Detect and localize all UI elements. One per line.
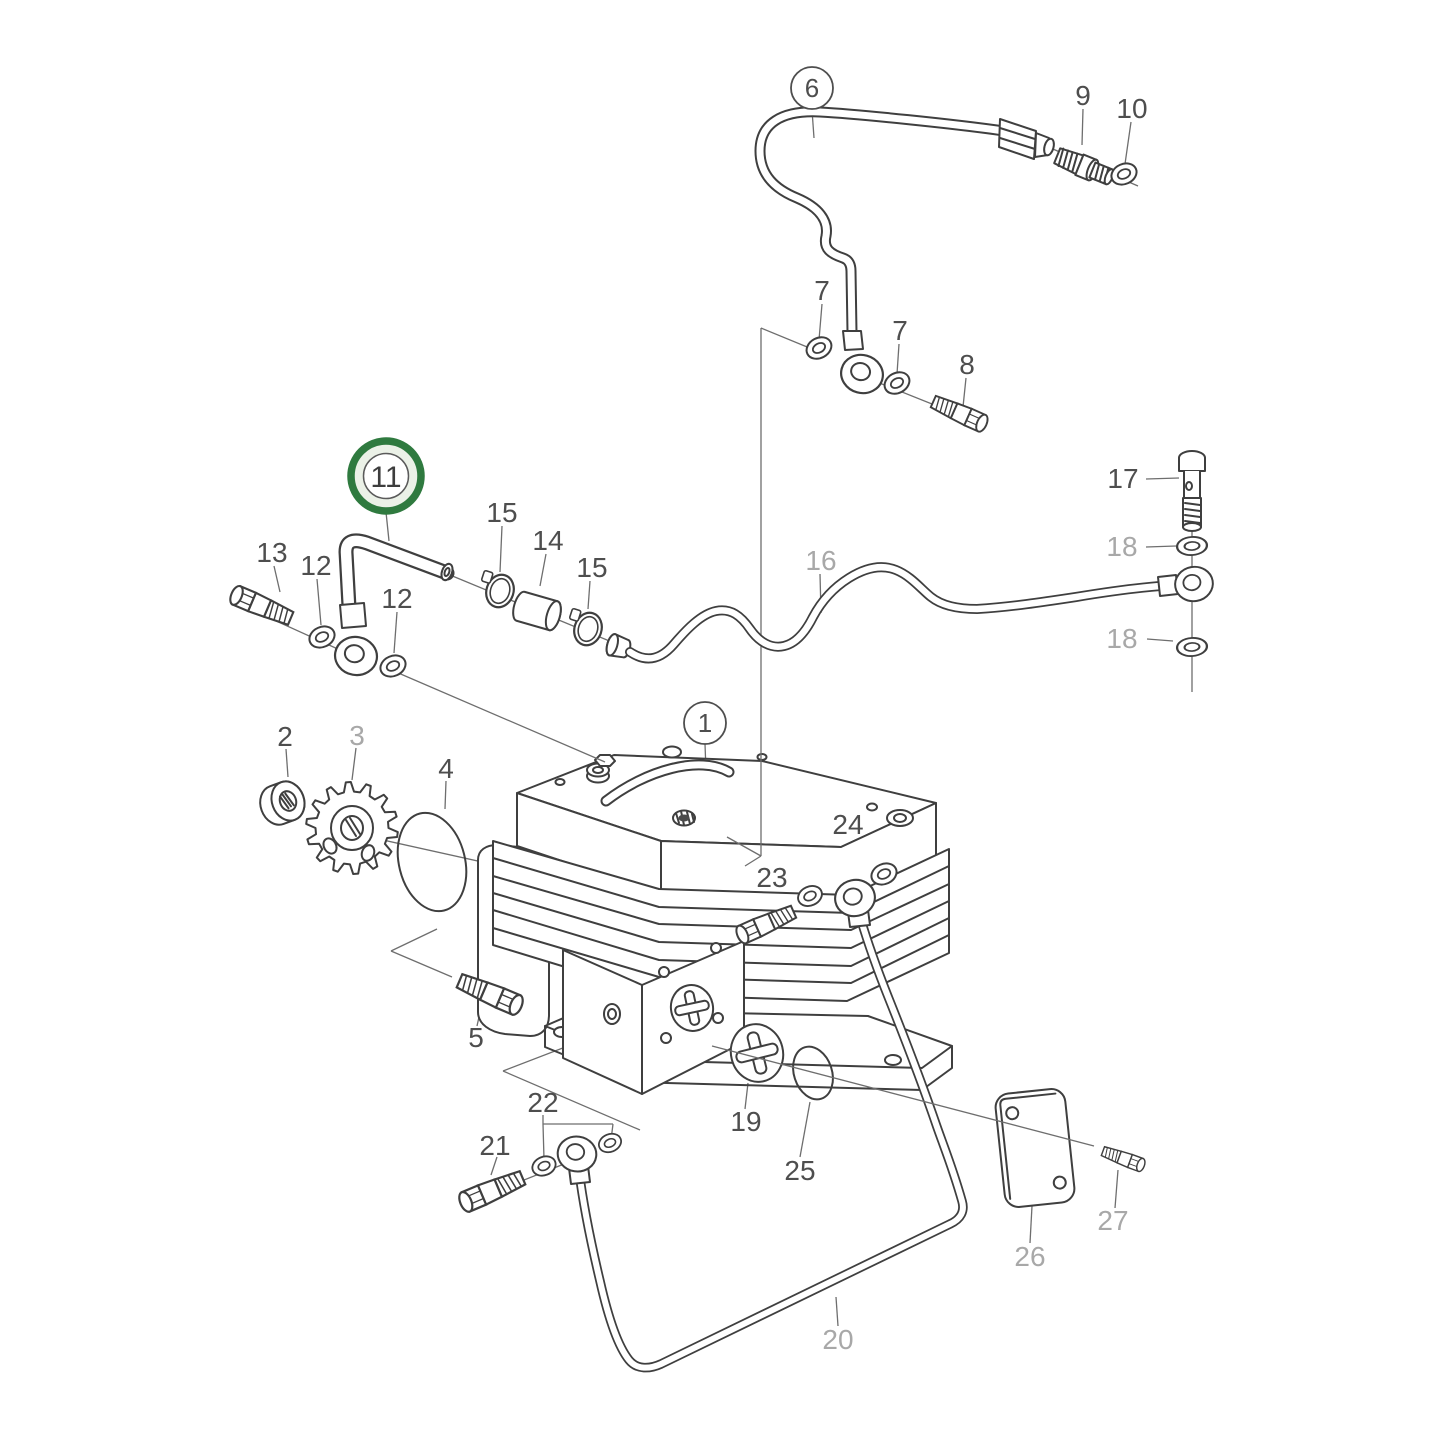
part-banjo-bolt-17 — [1178, 450, 1206, 532]
callout-9[interactable]: 9 — [1075, 80, 1091, 111]
label-leader-lines — [273, 108, 1180, 1327]
callout-6[interactable]: 6 — [790, 66, 834, 110]
hose-clamp-15a — [473, 567, 520, 612]
callout-11-label[interactable]: 11 — [370, 461, 401, 494]
washer-22b — [595, 1129, 625, 1157]
washer-18b — [1175, 635, 1209, 659]
part-drive-gear-3 — [305, 781, 399, 875]
callout-5[interactable]: 5 — [468, 1022, 484, 1053]
banjo-fitting-6 — [835, 349, 889, 399]
washer-7b — [879, 367, 915, 399]
callout-17[interactable]: 17 — [1107, 463, 1138, 494]
callout-4[interactable]: 4 — [438, 753, 454, 784]
banjo-fitting-16 — [1171, 562, 1217, 606]
cover-plate-axis-line — [711, 1045, 1095, 1147]
callout-27[interactable]: 27 — [1097, 1205, 1128, 1236]
crankcase — [562, 940, 745, 1095]
callouts: 1 2 3 4 5 6 7 7 8 9 10 11 12 12 13 14 15… — [256, 66, 1148, 1355]
cover-screw-27 — [1099, 1144, 1148, 1174]
crankcase-cross-boss — [669, 984, 715, 1032]
callout-6-label[interactable]: 6 — [805, 73, 819, 103]
callout-3[interactable]: 3 — [349, 720, 365, 751]
callout-20[interactable]: 20 — [822, 1324, 853, 1355]
o-ring-25 — [792, 1045, 834, 1101]
part-cover-plate-26 — [994, 1088, 1076, 1208]
connection-lines — [395, 327, 813, 867]
part-delivery-pipe-6 — [754, 106, 1055, 399]
callout-14[interactable]: 14 — [532, 525, 563, 556]
callout-1[interactable]: 1 — [683, 701, 727, 745]
washer-18a — [1175, 534, 1209, 558]
part-drain-pipe-20 — [554, 875, 968, 1373]
banjo-fitting-20-bottom — [554, 1132, 600, 1176]
part-return-pipe-16 — [625, 562, 1217, 664]
washer-22a — [528, 1152, 560, 1180]
callout-7b[interactable]: 7 — [892, 315, 908, 346]
callout-2[interactable]: 2 — [277, 721, 293, 752]
callout-12a[interactable]: 12 — [300, 550, 331, 581]
callout-25[interactable]: 25 — [784, 1155, 815, 1186]
callout-24[interactable]: 24 — [832, 809, 863, 840]
compressor-body — [477, 745, 953, 1095]
callout-18b[interactable]: 18 — [1106, 623, 1137, 654]
callout-15a[interactable]: 15 — [486, 497, 517, 528]
part-nipple-9 — [1053, 147, 1115, 186]
callout-16[interactable]: 16 — [805, 545, 836, 576]
callout-18a[interactable]: 18 — [1106, 531, 1137, 562]
callout-13[interactable]: 13 — [256, 537, 287, 568]
callout-19[interactable]: 19 — [730, 1106, 761, 1137]
washer-7a — [801, 332, 837, 364]
callout-8[interactable]: 8 — [959, 349, 975, 380]
callout-7a[interactable]: 7 — [814, 275, 830, 306]
threaded-port — [672, 809, 696, 827]
callout-10[interactable]: 10 — [1116, 93, 1147, 124]
banjo-bolt-8 — [928, 392, 991, 435]
head-fittings — [554, 745, 914, 827]
callout-1-label[interactable]: 1 — [698, 708, 712, 738]
banjo-bolt-13 — [226, 583, 296, 629]
o-ring-4 — [396, 811, 468, 913]
part-oil-pipe-11 — [330, 533, 455, 680]
callout-21[interactable]: 21 — [479, 1130, 510, 1161]
banjo-fitting-11 — [330, 632, 382, 680]
pipe-16-stub — [605, 633, 632, 659]
callout-12b[interactable]: 12 — [381, 583, 412, 614]
callout-11-highlighted[interactable]: 11 — [347, 437, 425, 515]
hose-14 — [512, 590, 562, 632]
part-bushing-2 — [259, 780, 306, 826]
callout-15b[interactable]: 15 — [576, 552, 607, 583]
callout-22[interactable]: 22 — [527, 1087, 558, 1118]
callout-26[interactable]: 26 — [1014, 1241, 1045, 1272]
hose-clamp-15b — [561, 605, 608, 650]
callout-23[interactable]: 23 — [756, 862, 787, 893]
